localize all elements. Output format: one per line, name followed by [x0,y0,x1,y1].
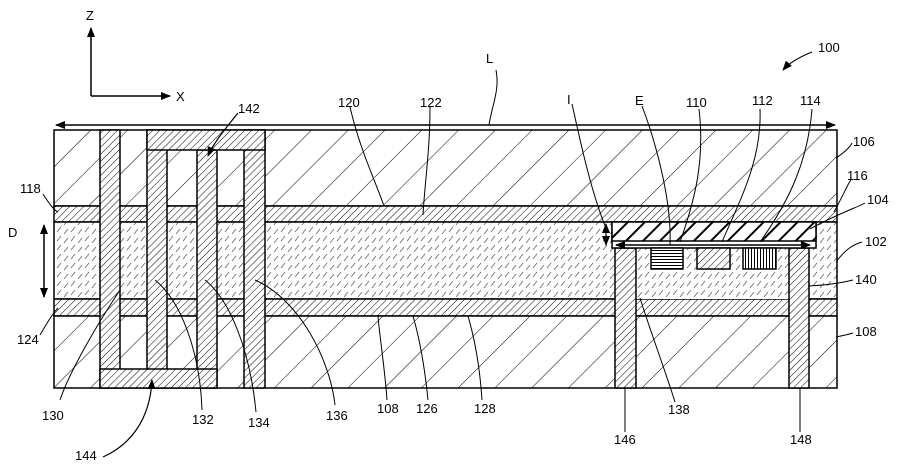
ref-148-label: 148 [790,432,812,447]
z-axis-label: Z [86,8,94,23]
thickness-label: I [567,92,571,107]
dimension-depth: D [8,224,48,298]
upper-thin-layer [53,205,838,223]
ref-108-label-bottom: 108 [377,401,399,416]
ref-142-label: 142 [238,101,260,116]
element-114 [742,247,777,270]
via-148 [788,247,810,389]
via-130 [99,129,121,389]
ref-116-label: 116 [847,168,868,183]
ref-112-label: 112 [752,93,773,108]
x-axis-label: X [176,89,185,104]
ref-124-label: 124 [17,332,39,347]
ref-120-label: 120 [338,95,360,110]
length-label: L [486,51,493,66]
ref-102-label: 102 [865,234,887,249]
film-116 [611,221,817,242]
ref-104-label: 104 [867,192,889,207]
bottom-connector-144 [99,368,218,389]
ref-118-label: 118 [20,181,41,196]
ref-114-label: 114 [800,93,821,108]
coordinate-axes: Z X [86,8,185,104]
ref-106-label: 106 [853,134,875,149]
ref-134-label: 134 [248,415,270,430]
ref-142-arrow: 142 [207,101,260,157]
ref-138-label: 138 [668,402,690,417]
depth-label: D [8,225,17,240]
ref-130-label: 130 [42,408,64,423]
ref-132-label: 132 [192,412,214,427]
ref-110-label: 110 [686,95,707,110]
top-connector-142 [146,129,266,151]
ref-146-label: 146 [614,432,636,447]
via-132 [146,129,168,389]
ref-140-label: 140 [855,272,877,287]
ref-136-label: 136 [326,408,348,423]
ref-108-label-right: 108 [855,324,877,339]
ref-122-label: 122 [420,95,442,110]
ref-100-arrow: 100 [782,40,840,71]
dimension-element: E [615,93,811,249]
ref-144-arrow: 144 [75,379,156,463]
dimension-thickness: I [567,92,610,246]
ref-128-label: 128 [474,401,496,416]
via-136 [243,129,266,389]
dimension-length: L [55,51,836,129]
ref-126-label: 126 [416,401,438,416]
element-110 [650,247,684,270]
via-134 [196,149,218,389]
ref-144-label: 144 [75,448,97,463]
via-146 [614,247,637,389]
element-112 [696,247,731,270]
element-label: E [635,93,644,108]
leader-lines [39,106,866,432]
ref-100-label: 100 [818,40,840,55]
lower-thin-layer [53,298,838,317]
